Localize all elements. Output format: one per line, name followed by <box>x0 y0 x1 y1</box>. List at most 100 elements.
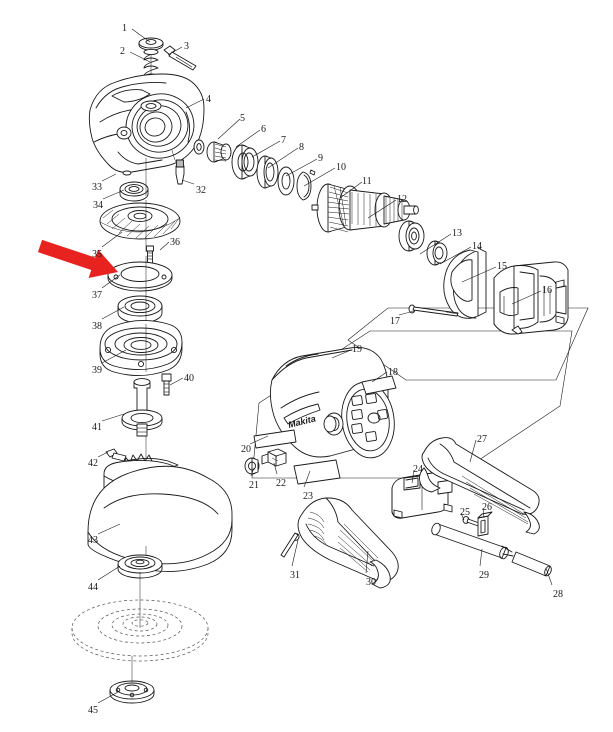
leader-30 <box>365 550 369 574</box>
callout-39-bearing-box: 39 <box>92 365 102 376</box>
callout-6-pinion-gear: 6 <box>261 124 266 135</box>
part-32-grease-nipple <box>175 159 185 185</box>
callout-37-gear-retainer-flange: 37 <box>92 290 102 301</box>
leader-41 <box>101 413 125 422</box>
callout-11-armature-fan: 11 <box>362 176 372 187</box>
leader-37 <box>101 274 121 289</box>
callout-22-carbon-brush: 22 <box>276 478 286 489</box>
leader-39 <box>101 349 127 364</box>
part-44-inner-flange <box>117 554 163 579</box>
callout-15-baffle-plate: 15 <box>497 261 507 272</box>
leader-32 <box>181 179 195 185</box>
part-9-flat-washer <box>277 166 295 196</box>
part-26-terminal <box>477 511 493 537</box>
leader-27 <box>469 439 477 463</box>
callout-5-spacer-ring: 5 <box>240 113 245 124</box>
part-35-bevel-gear <box>99 202 181 240</box>
callout-32-grease-nipple: 32 <box>196 185 206 196</box>
part-40-hex-bolt <box>161 373 172 396</box>
callout-45-lock-nut-outer: 45 <box>88 705 98 716</box>
leader-4 <box>185 98 205 109</box>
part-43-wheel-guard <box>87 453 233 572</box>
callout-24-switch: 24 <box>413 464 423 475</box>
part-15-baffle-plate <box>443 247 487 319</box>
callout-19-motor-housing: 19 <box>352 344 362 355</box>
leader-6 <box>235 129 261 148</box>
part-27-handle-cover <box>419 437 540 535</box>
leader-18 <box>371 371 388 383</box>
callout-20-name-plate-a: 20 <box>241 444 251 455</box>
callout-9-flat-washer: 9 <box>318 153 323 164</box>
part-29-cord-sleeve <box>431 522 509 560</box>
part-22-carbon-brush <box>261 448 287 467</box>
leader-26 <box>482 507 485 519</box>
part-20-name-plate-a <box>253 429 297 449</box>
part-7-ball-bearing <box>231 144 259 180</box>
armature-row <box>193 139 569 335</box>
callout-28-power-cord: 28 <box>553 589 563 600</box>
part-17-long-screw <box>408 304 459 317</box>
part-13-ball-bearing <box>398 220 425 252</box>
leader-10 <box>303 167 336 187</box>
leader-16 <box>511 290 542 305</box>
leader-11 <box>339 181 363 199</box>
leader-15 <box>461 266 497 283</box>
arrow-shape <box>37 239 118 279</box>
part-31-screw <box>280 532 300 558</box>
leader-7 <box>251 140 281 158</box>
leader-40 <box>169 377 184 386</box>
callout-29-cord-sleeve: 29 <box>479 570 489 581</box>
callout-12-armature: 12 <box>397 194 407 205</box>
part-5-spacer <box>193 139 205 155</box>
leader-29 <box>479 548 483 567</box>
leader-24 <box>411 469 415 484</box>
callout-38-ball-bearing-spindle: 38 <box>92 321 102 332</box>
leader-14 <box>439 246 472 265</box>
part-3-bolt <box>163 45 197 71</box>
leader-38 <box>101 306 125 320</box>
leader-36 <box>159 241 170 251</box>
leader-44 <box>97 565 121 581</box>
callout-2-compression-spring: 2 <box>120 46 125 57</box>
part-6-pinion-gear <box>206 141 232 163</box>
part-42-clamp-screw <box>105 448 127 462</box>
leader-2 <box>129 51 151 63</box>
part-30-handle-grip <box>297 497 399 589</box>
leader-20 <box>249 435 269 445</box>
leader-43 <box>97 523 121 535</box>
callout-17-long-screw: 17 <box>390 316 400 327</box>
callout-16-field-coil: 16 <box>542 285 552 296</box>
leader-17 <box>398 310 415 316</box>
leader-12 <box>367 199 397 219</box>
leader-13 <box>419 233 452 255</box>
leader-28 <box>545 567 553 586</box>
callout-26-terminal: 26 <box>482 502 492 513</box>
part-11-12-armature <box>311 183 419 233</box>
leader-21 <box>250 467 255 477</box>
callout-36-pan-head-screw: 36 <box>170 237 180 248</box>
group-outline-boxes <box>251 307 589 479</box>
callout-1-lock-nut: 1 <box>122 23 127 34</box>
part-28-power-cord <box>501 545 552 577</box>
part-45-outer-lock-nut <box>109 680 155 704</box>
leader-33 <box>101 173 117 182</box>
callout-8-bearing-retainer: 8 <box>299 142 304 153</box>
part-33-o-ring <box>122 170 132 176</box>
part-41-spindle <box>121 378 163 437</box>
callout-4-gear-housing: 4 <box>206 94 211 105</box>
leader-31 <box>291 539 299 567</box>
callout-27-handle-cover: 27 <box>477 434 487 445</box>
leader-5 <box>217 118 241 140</box>
callout-33-o-ring: 33 <box>92 182 102 193</box>
gear-head-column <box>71 37 233 704</box>
leader-23 <box>303 470 311 488</box>
callout-31-screw: 31 <box>290 570 300 581</box>
part-14-bearing-ring <box>426 240 448 266</box>
part-38-ball-bearing <box>117 295 163 324</box>
part-21-brush-cap <box>244 457 260 475</box>
callout-34-ball-bearing-upper: 34 <box>93 200 103 211</box>
callout-44-inner-flange: 44 <box>88 582 98 593</box>
leader-19 <box>331 349 352 359</box>
leader-1 <box>131 28 151 43</box>
